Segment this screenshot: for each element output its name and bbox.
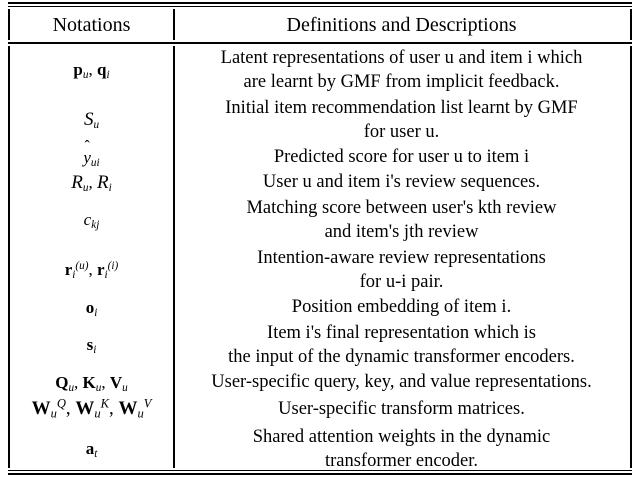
notation-cell: ri(u), ri(i) [64,260,119,282]
definition-cell: Shared attention weights in the dynamic … [173,423,630,475]
definition-line: the input of the dynamic transformer enc… [228,347,575,367]
definition-line: User-specific transform matrices. [278,398,525,419]
notation-cell: WuQ, WuK, WuV [31,396,152,421]
definition-line: Item i's final representation which is [267,322,536,343]
header-left-border [8,9,10,40]
notation-cell: ckj [83,210,100,232]
body-column-divider [173,46,175,468]
definition-line: and item's jth review [324,222,479,242]
notation-cell: ̂yui [83,147,100,169]
definition-cell: User-specific transform matrices. [173,395,630,423]
definition-line: Matching score between user's kth review [246,197,557,218]
column-header-notations: Notations [52,13,131,36]
definition-line: for u-i pair. [359,272,444,292]
column-header-definitions: Definitions and Descriptions [286,13,517,36]
table-header-row: Notations Definitions and Descriptions [10,9,630,40]
notation-cell: si [86,335,97,357]
header-separator-rule [8,42,632,44]
table-bottom-border-thin [8,470,632,471]
definition-cell: Item i's final representation which is t… [173,320,630,370]
header-right-border [630,9,632,40]
definition-line: are learnt by GMF from implicit feedback… [243,72,560,92]
definition-cell: User-specific query, key, and value repr… [173,370,630,395]
definition-line: User u and item i's review sequences. [262,172,541,193]
definition-cell: Latent representations of user u and ite… [173,45,630,95]
notation-cell: at [85,439,98,461]
definition-cell: Position embedding of item i. [173,295,630,320]
definition-line: Position embedding of item i. [291,297,512,318]
definition-line: Initial item recommendation list learnt … [225,97,578,118]
definition-cell: Intention-aware review representations f… [173,245,630,295]
definition-line: for user u. [363,122,440,142]
notation-cell: Su [83,109,100,132]
table-top-border-thick [8,2,632,4]
definition-cell: Matching score between user's kth review… [173,195,630,245]
table-top-border-thin [8,6,632,7]
body-right-border [630,46,632,468]
notation-cell: Qu, Ku, Vu [55,372,128,394]
table-bottom-border-thick [8,473,632,475]
notation-cell: Ru, Ri [71,171,112,194]
notation-cell: pu, qi [73,60,110,82]
table-body: pu, qi Latent representations of user u … [10,45,630,471]
definition-cell: User u and item i's review sequences. [173,170,630,195]
definition-line: Predicted score for user u to item i [273,147,530,168]
definition-cell: Initial item recommendation list learnt … [173,95,630,145]
definition-line: Intention-aware review representations [257,247,546,268]
definition-line: Shared attention weights in the dynamic [252,426,551,447]
header-column-divider [173,9,175,40]
definition-cell: Predicted score for user u to item i [173,145,630,170]
definition-line: User-specific query, key, and value repr… [211,372,592,393]
notation-cell: oi [85,297,98,319]
definition-line: Latent representations of user u and ite… [220,47,583,68]
definition-line: transformer encoder. [324,451,479,471]
body-left-border [8,46,10,468]
